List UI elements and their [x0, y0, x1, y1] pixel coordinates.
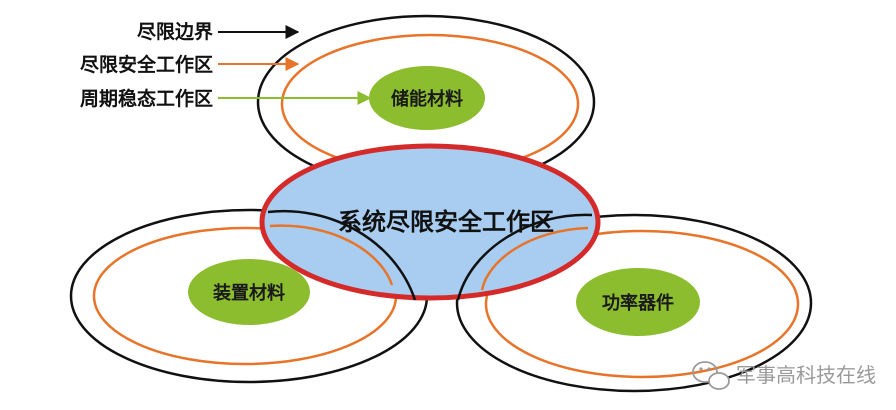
legend-boundary-label: 尽限边界: [137, 21, 213, 43]
system-safe-zone: 系统尽限安全工作区: [259, 143, 601, 301]
system-safe-zone-ellipse: [259, 143, 601, 301]
watermark-text: 军事高科技在线: [736, 363, 876, 387]
energy-storage-steady-blob: [369, 66, 485, 130]
power-steady-blob: [576, 268, 700, 336]
device-label: 装置材料: [213, 282, 285, 304]
device-boundary-arc: [267, 209, 417, 301]
power-boundary-ring: [455, 213, 813, 393]
device-steady-blob: [188, 259, 310, 325]
power-label: 功率器件: [602, 292, 674, 314]
power-safe-ring: [484, 229, 800, 379]
system-safe-zone-label: 系统尽限安全工作区: [338, 208, 554, 236]
power-group: 功率器件: [455, 213, 813, 393]
legend: 尽限边界 尽限安全工作区 周期稳态工作区: [80, 21, 372, 110]
watermark: 军事高科技在线: [692, 361, 876, 390]
legend-safe-zone-label: 尽限安全工作区: [80, 53, 213, 76]
device-safe-arc: [269, 224, 394, 286]
energy-storage-label: 储能材料: [390, 88, 463, 110]
power-safe-arc: [480, 226, 589, 291]
wechat-icon: [692, 361, 730, 390]
power-boundary-arc: [456, 213, 593, 301]
legend-steady-zone-label: 周期稳态工作区: [80, 87, 213, 110]
